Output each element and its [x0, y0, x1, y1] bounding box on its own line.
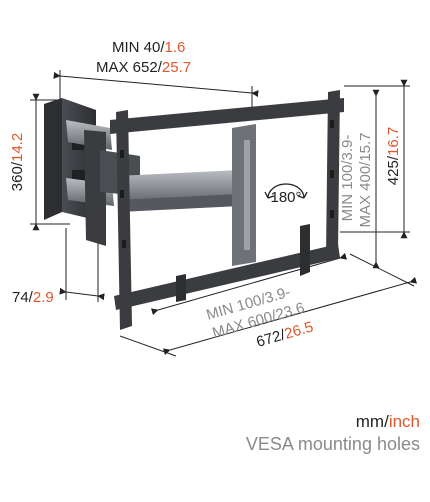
- dimension-lines: [30, 70, 418, 357]
- tv-mount-frame: [110, 90, 344, 330]
- depth-dimension-line: [59, 287, 105, 301]
- rotation-180-icon: 180°: [264, 183, 308, 206]
- max-width-label: MAX 652/25.7: [96, 59, 191, 76]
- legend-mm: mm/: [355, 412, 389, 431]
- overall-width-dimension-line: [162, 276, 418, 356]
- vesa-vertical-max-label: MAX 400/15.7: [357, 132, 374, 227]
- units-legend: mm/inch: [356, 412, 420, 432]
- legend-inch: inch: [388, 412, 420, 431]
- min-width-label: MIN 40/1.6: [112, 39, 185, 56]
- rotation-label: 180°: [270, 189, 301, 206]
- width-dimension-line: [53, 71, 259, 98]
- overall-height-label: 425/16.7: [385, 127, 402, 185]
- height-label: 360/14.2: [9, 133, 26, 191]
- depth-label: 74/2.9: [12, 289, 54, 306]
- vesa-legend: VESA mounting holes: [245, 434, 420, 454]
- articulating-arm: [66, 120, 256, 266]
- vesa-vertical-min-label: MIN 100/3.9-: [339, 135, 356, 222]
